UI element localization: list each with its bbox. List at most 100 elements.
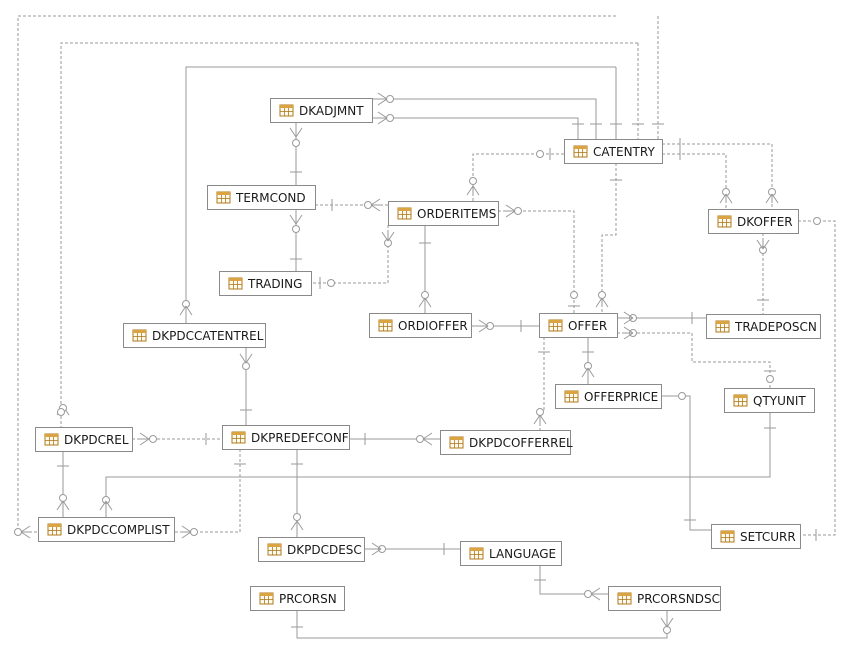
table-icon	[378, 319, 393, 332]
table-icon	[573, 145, 588, 158]
relationship-line	[662, 143, 773, 209]
entity-prcorsndsc[interactable]: PRCORSNDSC	[608, 586, 721, 611]
entity-label: DKADJMNT	[299, 104, 364, 118]
optional-marker	[469, 177, 477, 185]
optional-marker	[536, 408, 544, 416]
table-icon	[279, 104, 294, 117]
entity-label: TRADEPOSCN	[734, 320, 817, 334]
relationship-markers	[14, 92, 821, 634]
optional-marker	[57, 408, 65, 416]
entity-catentry[interactable]: CATENTRY	[564, 139, 663, 164]
entity-offer[interactable]: OFFER	[539, 313, 618, 338]
many-marker	[139, 432, 150, 446]
many-marker	[381, 231, 395, 242]
entity-dkpdccatentrel[interactable]: DKPDCCATENTREL	[123, 323, 266, 348]
relationship-line	[311, 225, 389, 284]
many-marker	[623, 326, 634, 340]
entity-label: DKPDCCOMPLIST	[67, 523, 170, 537]
entity-box	[123, 323, 266, 348]
entity-qtyunit[interactable]: QTYUNIT	[724, 388, 815, 413]
entity-label: TRADING	[247, 277, 302, 291]
entity-box	[711, 524, 801, 549]
relationship-line	[60, 42, 638, 427]
optional-marker	[514, 207, 522, 215]
entity-dkpdcdesc[interactable]: DKPDCDESC	[258, 537, 365, 562]
many-marker	[719, 193, 733, 204]
many-marker	[418, 297, 432, 308]
many-marker	[623, 311, 634, 325]
optional-marker	[584, 590, 592, 598]
many-marker	[478, 319, 489, 333]
optional-marker	[149, 435, 157, 443]
optional-marker	[190, 528, 198, 536]
entity-prcorsn[interactable]: PRCORSN	[250, 586, 345, 611]
entity-dkadjmnt[interactable]: DKADJMNT	[270, 98, 373, 123]
entity-box	[258, 537, 365, 562]
entity-tradeposcn[interactable]: TRADEPOSCN	[706, 314, 821, 339]
entity-ordioffer[interactable]: ORDIOFFER	[369, 313, 472, 338]
table-icon	[216, 191, 231, 204]
entity-label: OFFERPRICE	[584, 390, 658, 404]
many-marker	[99, 500, 113, 511]
entity-trading[interactable]: TRADING	[219, 271, 312, 296]
entity-label: SETCURR	[740, 530, 796, 544]
relationship-line	[372, 98, 597, 139]
many-marker	[371, 542, 382, 556]
many-marker	[765, 193, 779, 204]
table-icon	[548, 319, 563, 332]
table-icon	[564, 390, 579, 403]
many-marker	[181, 525, 192, 539]
optional-marker	[678, 392, 686, 400]
optional-marker	[386, 95, 394, 103]
optional-marker	[327, 279, 335, 287]
relationship-line	[185, 66, 616, 323]
relationship-line	[662, 153, 727, 209]
entity-label: QTYUNIT	[753, 394, 806, 408]
entity-dkoffer[interactable]: DKOFFER	[708, 209, 799, 234]
many-marker	[377, 92, 388, 106]
entity-label: DKOFFER	[737, 215, 793, 229]
many-marker	[179, 305, 193, 316]
entity-language[interactable]: LANGUAGE	[460, 541, 562, 566]
optional-marker	[536, 150, 544, 158]
entity-dkpdcofferrel[interactable]: DKPDCOFFERREL	[440, 430, 574, 455]
table-icon	[717, 215, 732, 228]
optional-marker	[292, 225, 300, 233]
entity-setcurr[interactable]: SETCURR	[711, 524, 801, 549]
entity-label: PRCORSNDSC	[637, 592, 720, 606]
table-icon	[259, 592, 274, 605]
entity-label: DKPDCCATENTREL	[152, 329, 264, 343]
entity-label: TERMCOND	[235, 191, 306, 205]
relationship-line	[617, 332, 771, 388]
many-marker	[239, 353, 253, 364]
many-marker	[590, 587, 601, 601]
entity-offerprice[interactable]: OFFERPRICE	[555, 384, 662, 409]
optional-marker	[293, 513, 301, 521]
many-marker	[581, 367, 595, 378]
entity-dkpdccomplist[interactable]: DKPDCCOMPLIST	[38, 517, 175, 542]
optional-marker	[242, 362, 250, 370]
entity-dkpredefconf[interactable]: DKPREDEFCONF	[222, 425, 350, 450]
entity-termcond[interactable]: TERMCOND	[207, 185, 316, 210]
relationship-line	[472, 153, 564, 201]
many-marker	[595, 297, 609, 308]
many-marker	[289, 214, 303, 225]
entity-dkpdcrel[interactable]: DKPDCREL	[35, 427, 133, 452]
many-marker	[505, 204, 516, 218]
relationship-line	[105, 412, 771, 517]
relationship-line	[372, 117, 579, 139]
entity-orderitems[interactable]: ORDERITEMS	[388, 201, 499, 226]
table-icon	[231, 431, 246, 444]
optional-marker	[386, 114, 394, 122]
optional-marker	[598, 291, 606, 299]
optional-marker	[14, 528, 22, 536]
many-marker	[660, 617, 674, 628]
table-icon	[715, 320, 730, 333]
relationship-line	[17, 15, 616, 533]
table-icon	[617, 592, 632, 605]
entity-label: DKPDCOFFERREL	[469, 436, 573, 450]
table-icon	[469, 547, 484, 560]
optional-marker	[292, 139, 300, 147]
relationship-line	[798, 220, 836, 536]
